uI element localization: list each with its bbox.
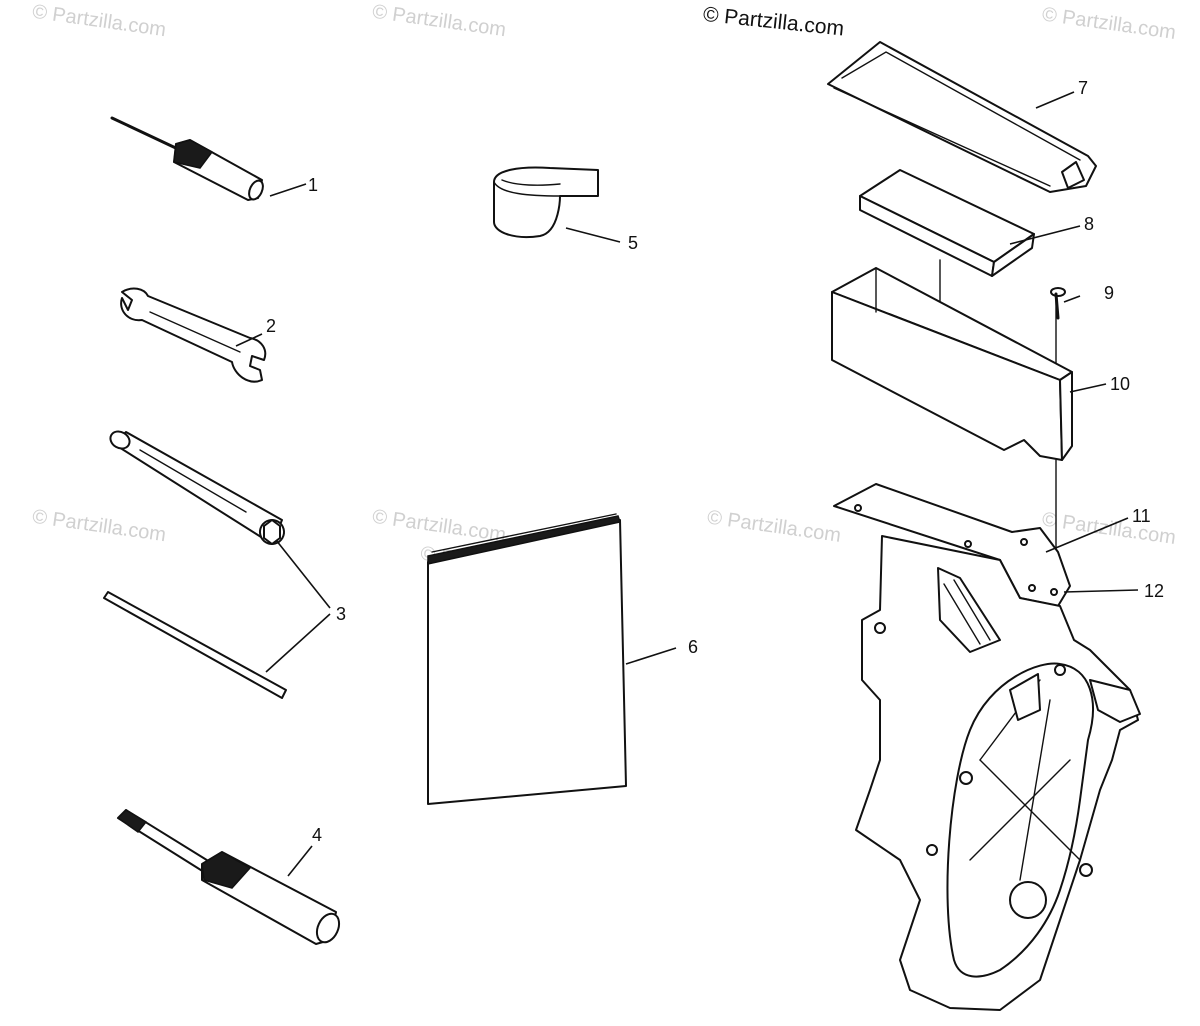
callout-4: 4 — [312, 825, 322, 845]
callout-5: 5 — [628, 233, 638, 253]
watermark: © Partzilla.com — [706, 506, 843, 547]
callout-10: 10 — [1110, 374, 1130, 394]
callout-3: 3 — [336, 604, 346, 624]
watermark: © Partzilla.com — [1041, 3, 1178, 44]
callout-2: 2 — [266, 316, 276, 336]
airbox-housing — [855, 535, 1141, 1011]
screw — [1050, 287, 1066, 320]
callout-9: 9 — [1104, 283, 1114, 303]
tube-wrench — [109, 430, 285, 545]
box-lid — [827, 41, 1097, 193]
callout-12: 12 — [1144, 581, 1164, 601]
tommy-bar — [103, 591, 287, 699]
callout-7: 7 — [1078, 78, 1088, 98]
callout-8: 8 — [1084, 214, 1094, 234]
callout-11: 11 — [1132, 506, 1151, 526]
screwdriver-small — [110, 116, 264, 201]
callout-1: 1 — [308, 175, 318, 195]
watermark: © Partzilla.com — [31, 506, 168, 547]
watermark: © Partzilla.com — [1041, 508, 1178, 549]
callout-6: 6 — [688, 637, 698, 657]
watermark: © Partzilla.com — [371, 1, 508, 42]
storage-box — [831, 267, 1073, 461]
wrench — [120, 287, 267, 383]
owners-manual — [427, 513, 627, 805]
screwdriver-large — [116, 809, 341, 945]
strap-roll — [493, 166, 599, 238]
watermark: © Partzilla.com — [31, 1, 168, 42]
copyright-text: © Partzilla.com — [702, 3, 845, 41]
foam-pad — [859, 169, 1035, 277]
